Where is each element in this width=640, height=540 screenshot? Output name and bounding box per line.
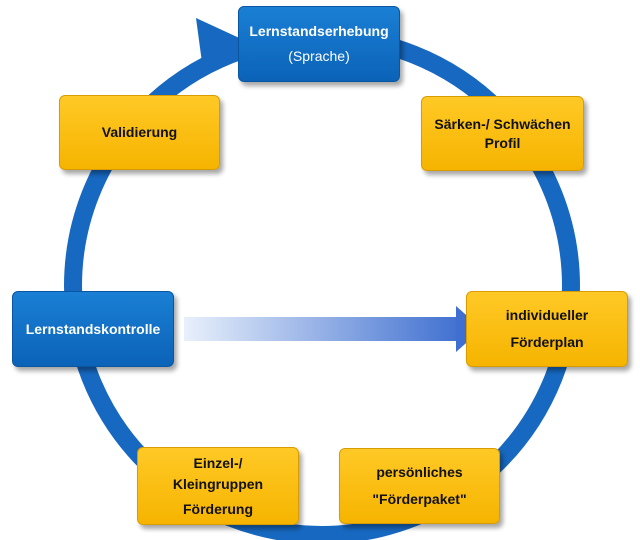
node-staerken-profil-line1: Särken-/ Schwächen [434, 115, 571, 132]
node-foerderpaket-line1: persönliches [376, 464, 463, 480]
node-foerderplan-line2: Förderplan [510, 334, 584, 350]
node-persoenliches-foerderpaket: persönliches "Förderpaket" [339, 448, 500, 524]
node-foerderplan-line1: individueller [505, 307, 589, 323]
node-einzel-line2: Kleingruppen [172, 475, 264, 492]
node-einzel-line3: Förderung [183, 500, 253, 517]
node-lernstandserhebung-label: Lernstandserhebung [249, 23, 389, 39]
node-lernstandskontrolle: Lernstandskontrolle [12, 291, 174, 367]
node-individueller-foerderplan: individueller Förderplan [466, 291, 628, 367]
node-foerderpaket-line2: "Förderpaket" [372, 491, 467, 507]
node-lernstandskontrolle-label: Lernstandskontrolle [25, 320, 161, 337]
node-lernstandserhebung: Lernstandserhebung (Sprache) [238, 6, 400, 82]
node-staerken-profil-line2: Profil [484, 134, 521, 151]
cycle-ring-arrowhead [196, 18, 248, 70]
node-validierung-label: Validierung [101, 124, 178, 140]
node-einzel-line1: Einzel-/ [193, 454, 243, 471]
node-validierung: Validierung [59, 95, 220, 170]
node-lernstandserhebung-sub: (Sprache) [288, 48, 350, 64]
node-staerken-schwaechen-profil: Särken-/ Schwächen Profil [421, 96, 584, 171]
node-einzel-kleingruppen-foerderung: Einzel-/ Kleingruppen Förderung [137, 447, 299, 525]
inner-arrow-shaft [184, 317, 462, 341]
